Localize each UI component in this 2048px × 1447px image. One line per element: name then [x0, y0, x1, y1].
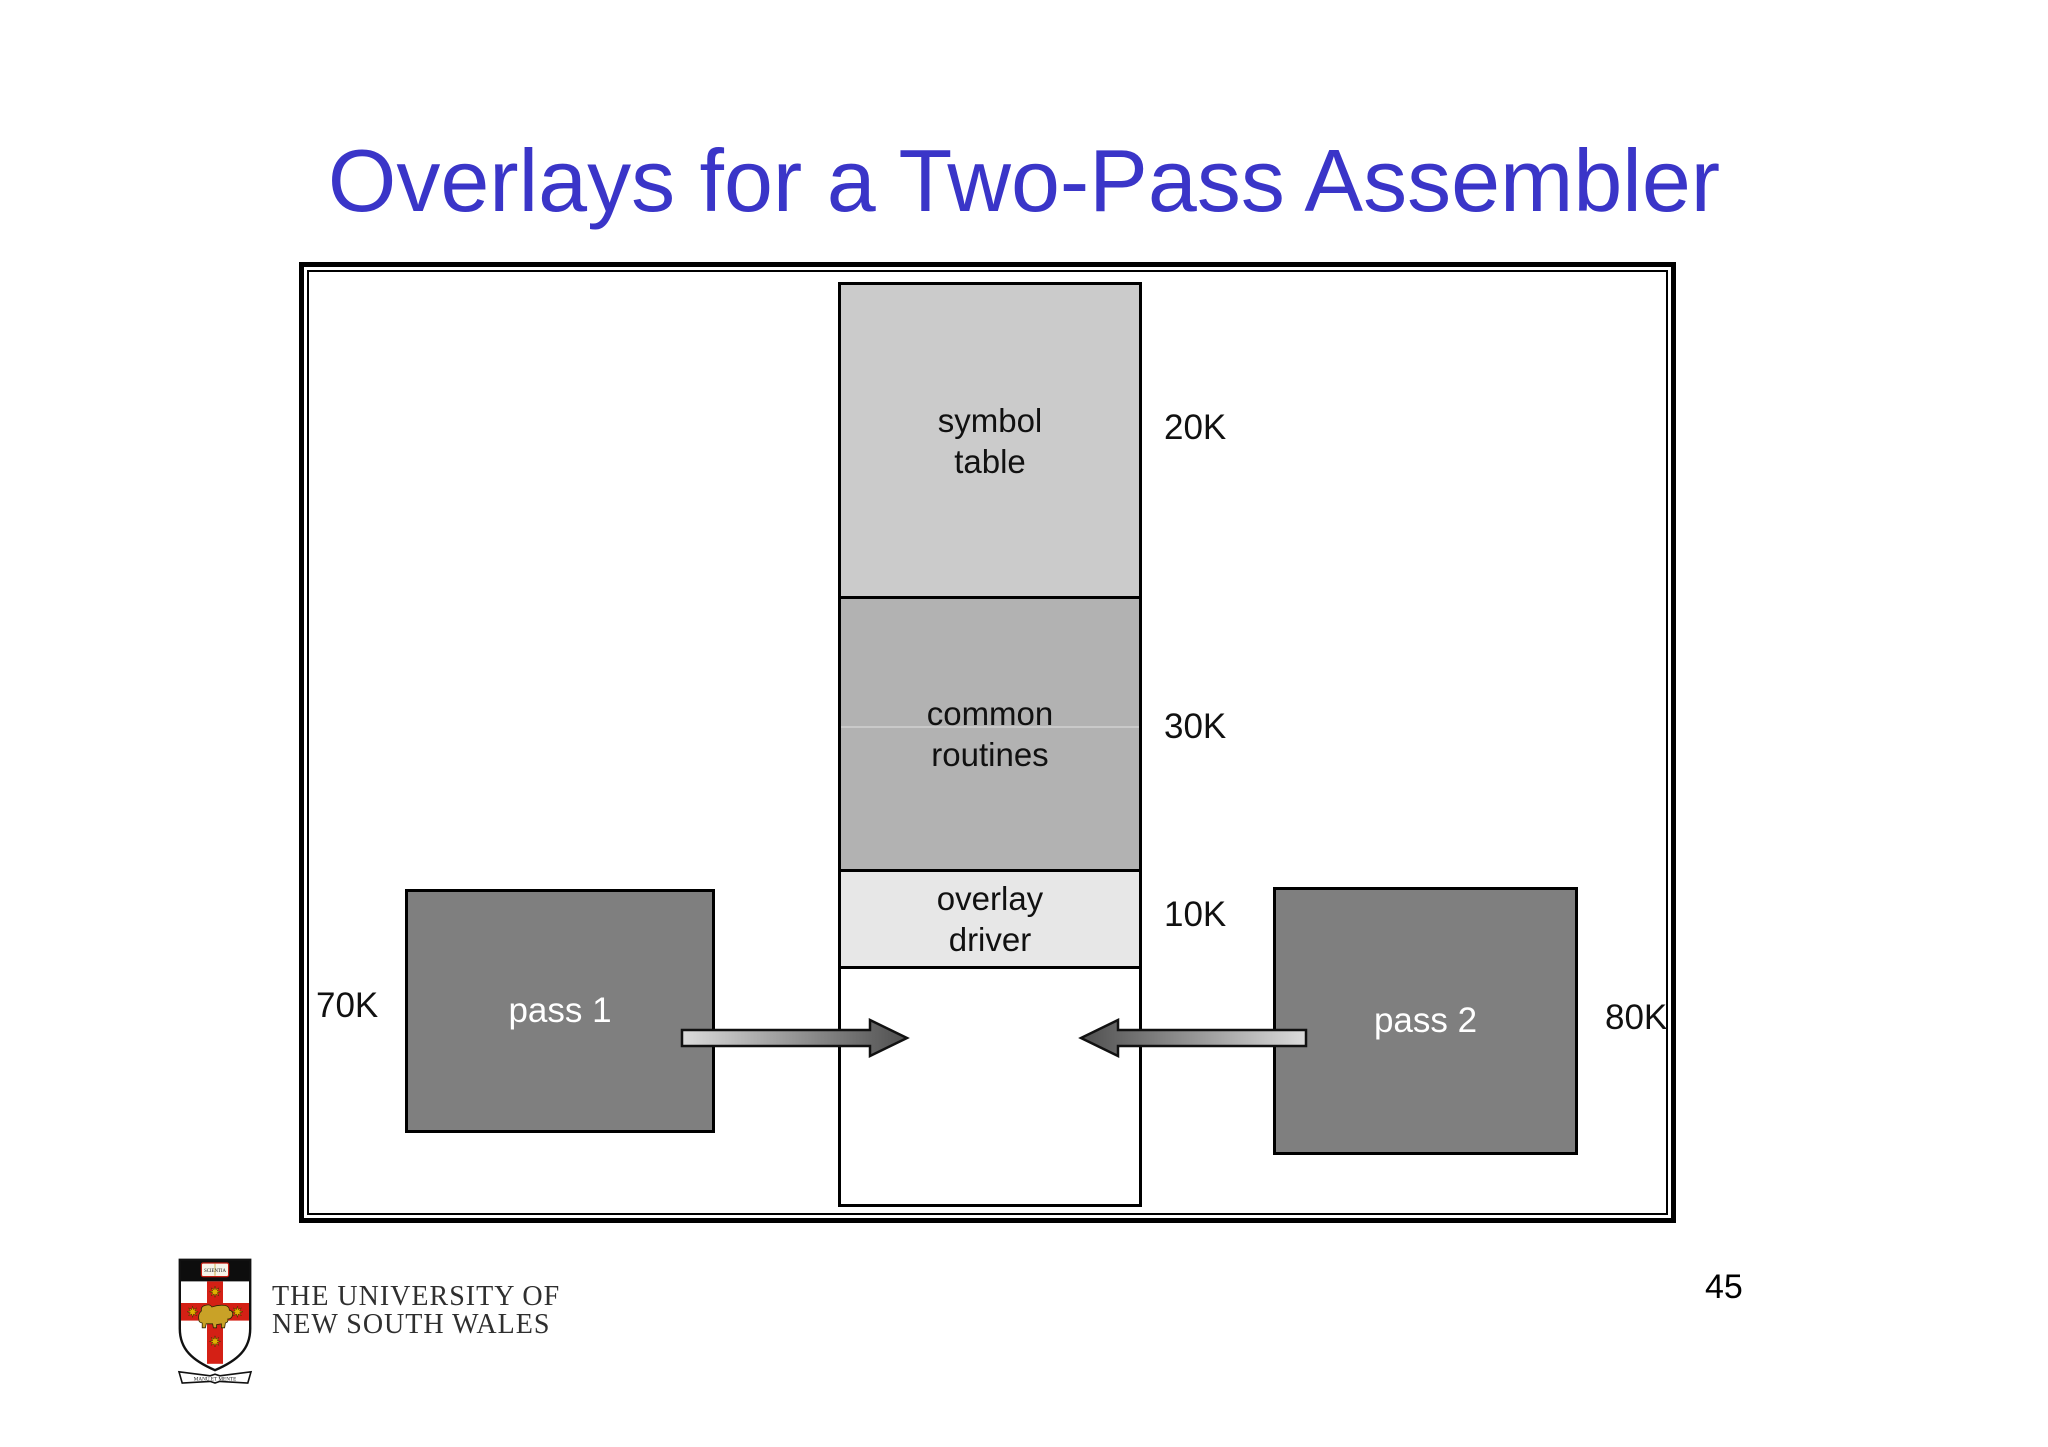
size-label-overlay-driver: 10K: [1164, 895, 1227, 934]
pass1-label: pass 1: [508, 991, 612, 1030]
size-label-pass2: 80K: [1605, 998, 1668, 1037]
crest-book: SCIENTIA: [200, 1262, 230, 1278]
memory-section-label: overlay driver: [936, 880, 1044, 958]
memory-section-label: common routines: [926, 695, 1054, 773]
crest-book-text: SCIENTIA: [204, 1269, 226, 1274]
pass2-box: pass 2: [1273, 887, 1578, 1155]
size-label-common-routines: 30K: [1164, 707, 1227, 746]
crest-motto-text: MANU ET MENTE: [194, 1377, 237, 1383]
overlay-swap-arrow-right-icon: [680, 1018, 910, 1058]
memory-section-label: symbol table: [937, 401, 1043, 480]
crest-lion: [198, 1304, 234, 1329]
size-label-symbol-table: 20K: [1164, 408, 1227, 447]
pass2-label: pass 2: [1373, 1001, 1478, 1040]
crest-scroll: MANU ET MENTE: [177, 1370, 253, 1384]
institution-name: THE UNIVERSITY OF NEW SOUTH WALES: [272, 1281, 561, 1340]
slide-title: Overlays for a Two-Pass Assembler: [327, 131, 1721, 230]
memory-section-symbol-table: symbol table: [841, 285, 1139, 596]
unsw-logo: SCIENTIA MANU ET MENTE: [177, 1258, 253, 1384]
overlay-swap-arrow-left-icon: [1078, 1018, 1308, 1058]
page-number: 45: [1705, 1268, 1743, 1306]
memory-section-overlay-area: [841, 966, 1139, 1204]
memory-section-overlay-driver: overlay driver: [841, 869, 1139, 966]
memory-column: symbol table common routines overlay dri…: [838, 282, 1142, 1207]
memory-section-common-routines: common routines: [841, 596, 1139, 869]
pass1-box: pass 1: [405, 889, 715, 1133]
size-label-pass1: 70K: [316, 986, 379, 1025]
